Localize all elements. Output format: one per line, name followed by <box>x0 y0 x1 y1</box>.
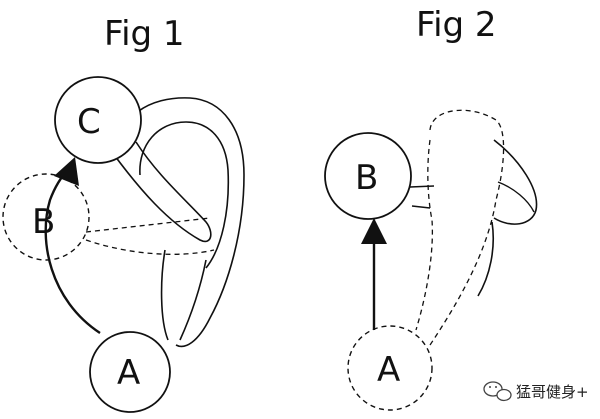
figure-2-solid-lobe <box>477 139 538 297</box>
figure-1-node-c: C <box>54 76 142 164</box>
figure-2-dashed-inner <box>415 139 433 331</box>
figure-1-node-a: A <box>89 331 171 413</box>
figure-2-node-a: A <box>347 325 433 411</box>
figure-1-arrowhead <box>54 157 79 186</box>
figure-1-node-b: B <box>2 173 90 261</box>
figure-1-dashed-region <box>85 217 215 255</box>
figure-1-title: Fig 1 <box>104 14 185 54</box>
figure-2: Fig 2 B A <box>324 5 538 411</box>
figure-2-node-b-label: B <box>355 158 378 198</box>
figure-1: Fig 1 B C A <box>2 14 245 413</box>
figure-2-dashed-body <box>429 109 505 346</box>
figure-2-solid-lobe-inner <box>497 181 535 213</box>
figure-1-lower-outline <box>160 249 207 341</box>
watermark-text: 猛哥健身+ <box>516 383 589 401</box>
figure-1-node-a-label: A <box>117 353 140 393</box>
figure-1-limb <box>111 141 212 243</box>
figure-1-body-outline <box>119 97 245 348</box>
figure-1-node-c-label: C <box>77 102 101 142</box>
figure-2-arrowhead <box>361 218 387 244</box>
figure-1-inner-lobe <box>139 121 230 269</box>
figure-2-node-a-label: A <box>377 350 400 390</box>
figure-1-node-b-label: B <box>32 202 55 242</box>
figure-1-arrow-path <box>44 169 101 335</box>
wechat-icon <box>483 381 512 402</box>
figure-2-title: Fig 2 <box>416 5 497 45</box>
figure-2-link <box>409 185 435 209</box>
watermark: 猛哥健身+ <box>483 381 589 402</box>
figure-2-node-b: B <box>324 132 412 220</box>
